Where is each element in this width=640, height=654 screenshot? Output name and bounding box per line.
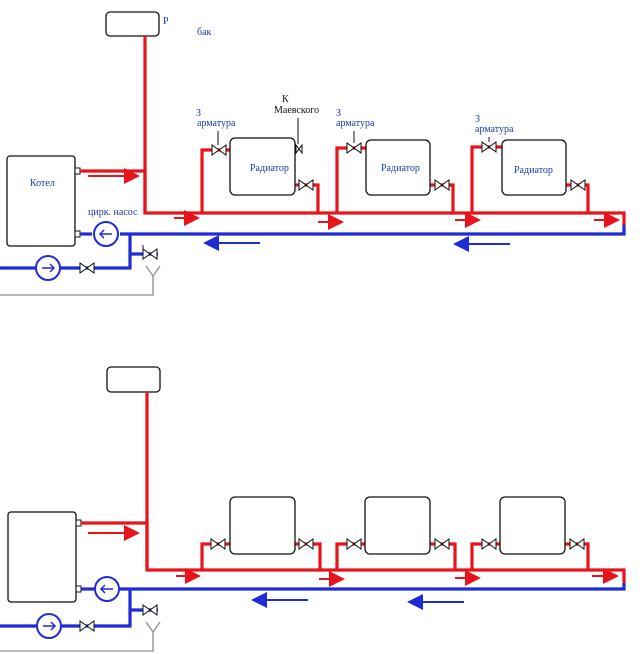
drain-valve (142, 248, 158, 260)
radiator-3-inlet-valve (481, 141, 497, 153)
return-line (120, 225, 626, 236)
radiator-3 (501, 139, 567, 196)
expansion-tank (105, 11, 160, 37)
radiator-1 (229, 137, 296, 196)
radiator-3-outlet-valve (570, 179, 586, 191)
pump-label: цирк. насос (88, 207, 138, 218)
boiler (6, 155, 76, 247)
mayevsky-tap (295, 143, 303, 155)
expansion-tank-2 (106, 366, 161, 393)
radiator-2-label: Радиатор (381, 163, 420, 174)
radiator-1-inlet-valve (211, 144, 227, 156)
diagram-annotated: Р бак Котел цирк. насос (0, 11, 626, 296)
boiler-label: Котел (30, 178, 55, 189)
radiator-4 (229, 496, 296, 555)
radiator-2-outlet-valve (434, 179, 450, 191)
tank-label: Р бак (163, 16, 212, 38)
makeup-valve (79, 262, 95, 274)
radiator-1-label: Радиатор (250, 163, 289, 174)
mayevsky-label: К Маевского (274, 94, 319, 116)
radiator-1-outlet-valve (298, 179, 314, 191)
radiator-5 (364, 496, 431, 555)
radiator-3-label: Радиатор (514, 165, 553, 176)
radiator-2-inlet-valve (346, 142, 362, 154)
boiler-2 (7, 511, 77, 603)
diagram-plain (0, 366, 626, 652)
drain-line (0, 265, 161, 296)
radiator-2 (365, 139, 431, 196)
radiator-6 (499, 496, 566, 555)
